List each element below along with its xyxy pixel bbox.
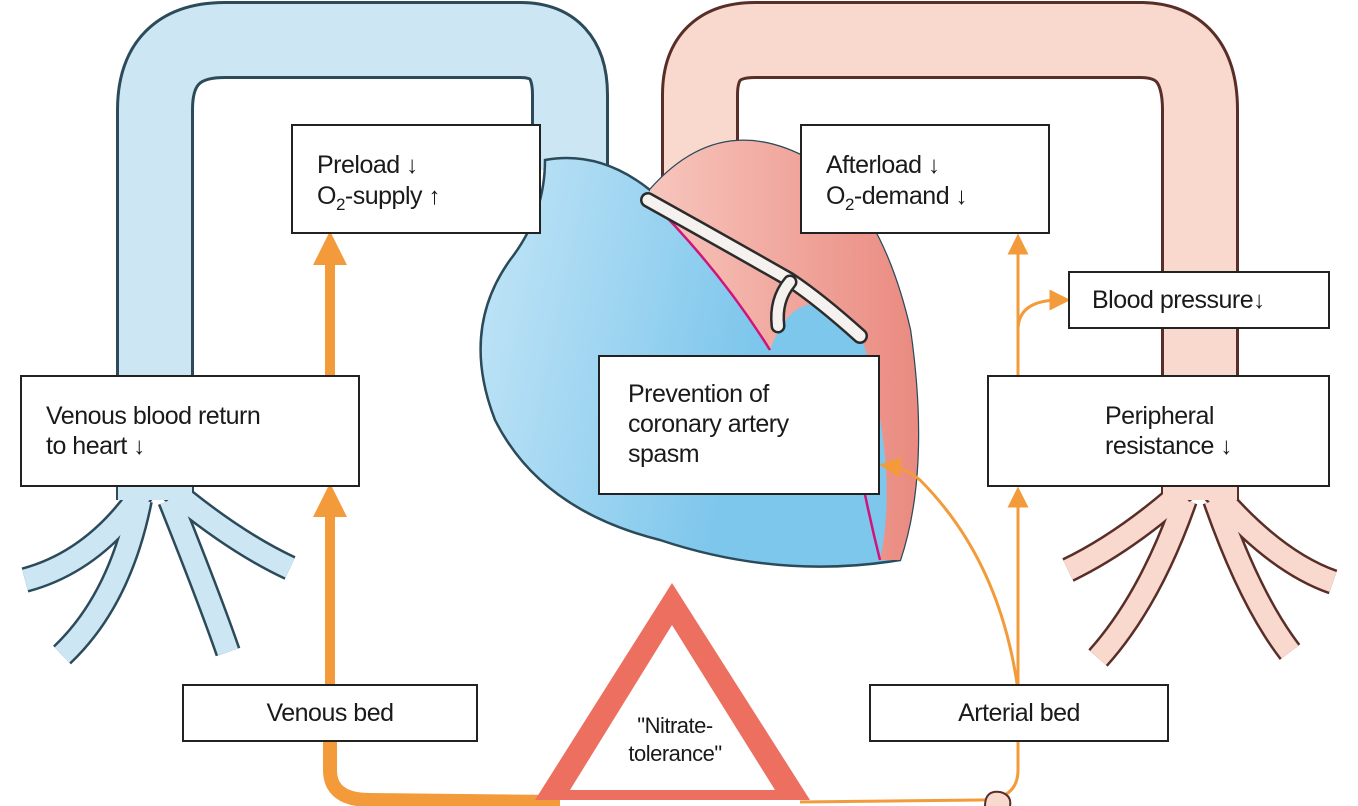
peripheral-resistance-box: Peripheral resistance ↓	[987, 375, 1330, 487]
oxygen-supply-label: -supply	[345, 182, 422, 210]
blood-pressure-label: Blood pressure	[1092, 286, 1253, 314]
oxygen-symbol: O	[826, 182, 845, 210]
venous-bed-box: Venous bed	[182, 684, 478, 742]
afterload-box: Afterload ↓ O2-demand ↓	[800, 124, 1050, 234]
tolerance-line2: tolerance"	[590, 740, 760, 768]
venous-return-box: Venous blood return to heart ↓	[20, 375, 360, 487]
down-arrow-icon: ↓	[133, 433, 145, 460]
venous-return-line2: to heart	[46, 432, 127, 460]
oxygen-symbol: O	[317, 182, 336, 210]
prevention-line3: spasm	[628, 439, 878, 469]
up-arrow-icon: ↑	[428, 183, 440, 210]
nitrate-tolerance-label: "Nitrate- tolerance"	[590, 712, 760, 768]
arterial-bed-label: Arterial bed	[958, 698, 1080, 728]
down-arrow-icon: ↓	[406, 152, 418, 179]
arterial-bed-box: Arterial bed	[869, 684, 1169, 742]
venous-return-line1: Venous blood return	[46, 401, 358, 431]
blood-pressure-box: Blood pressure↓	[1068, 271, 1330, 329]
prevention-line2: coronary artery	[628, 409, 878, 439]
tolerance-line1: "Nitrate-	[590, 712, 760, 740]
down-arrow-icon: ↓	[1253, 287, 1265, 314]
down-arrow-icon: ↓	[956, 183, 968, 210]
oxygen-subscript: 2	[336, 195, 345, 214]
prevention-box: Prevention of coronary artery spasm	[598, 355, 880, 495]
peripheral-line2: resistance	[1105, 432, 1214, 460]
afterload-label: Afterload	[826, 151, 922, 179]
down-arrow-icon: ↓	[928, 152, 940, 179]
peripheral-line1: Peripheral	[1105, 401, 1328, 431]
vessel-curl-icon	[985, 792, 1010, 806]
prevention-line1: Prevention of	[628, 379, 878, 409]
venous-bed-label: Venous bed	[266, 698, 393, 728]
down-arrow-icon: ↓	[1220, 433, 1232, 460]
preload-label: Preload	[317, 151, 400, 179]
preload-box: Preload ↓ O2-supply ↑	[291, 124, 541, 234]
oxygen-demand-label: -demand	[854, 182, 949, 210]
oxygen-subscript: 2	[845, 195, 854, 214]
